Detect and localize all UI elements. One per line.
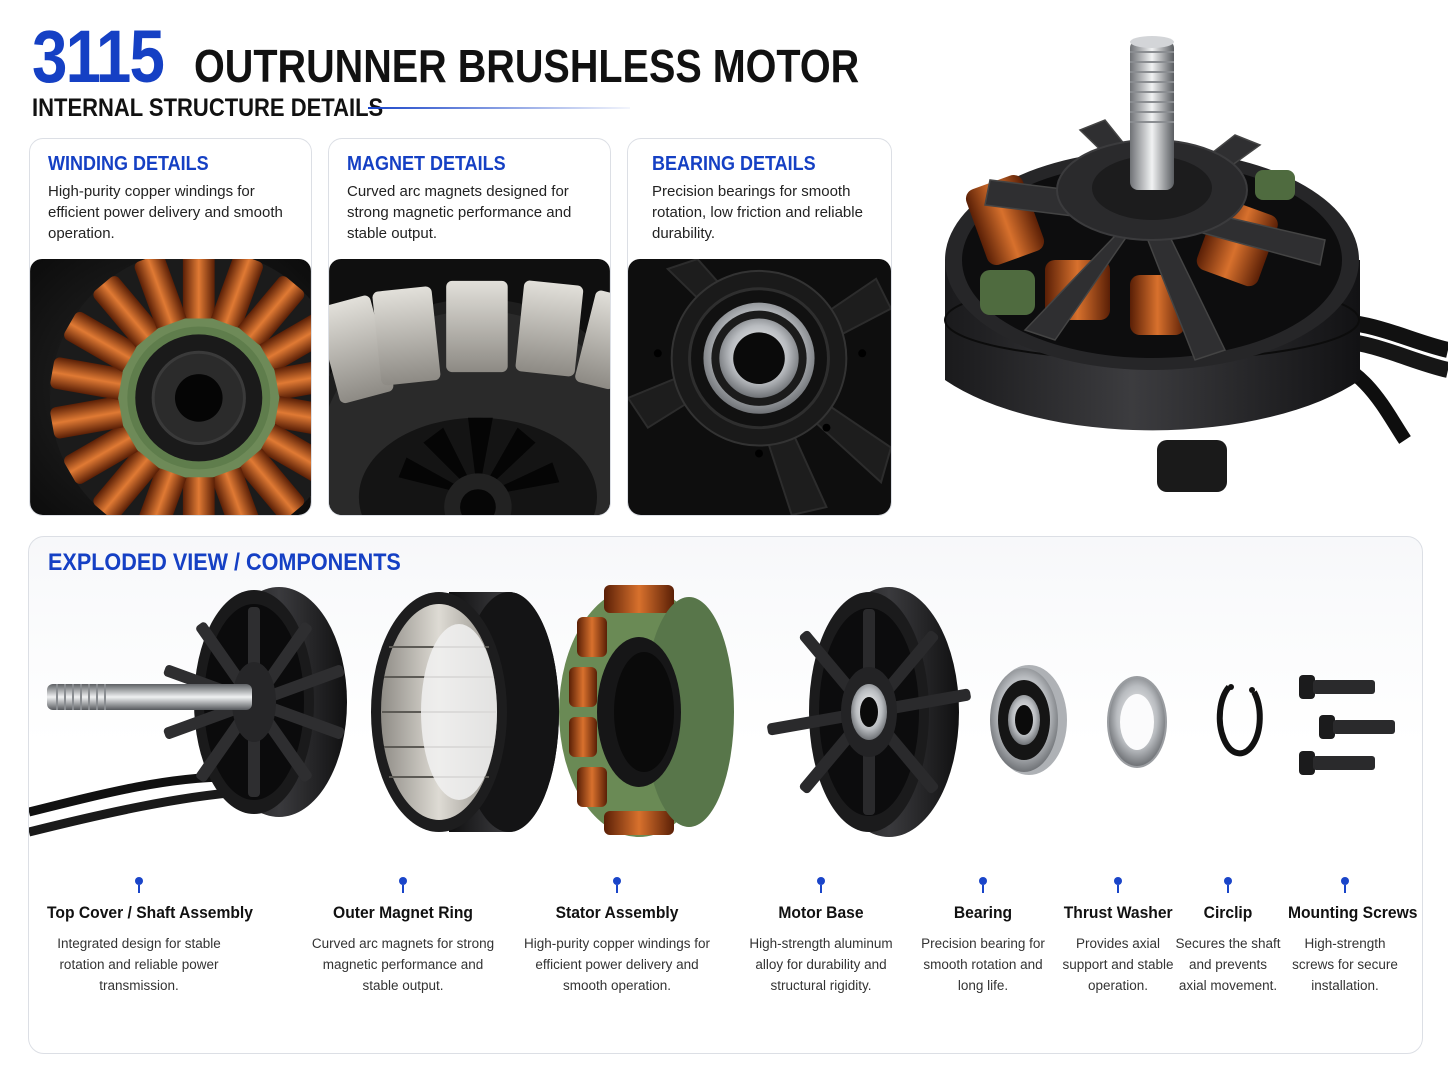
magnet-illustration xyxy=(329,259,610,515)
component-desc: Precision bearing for smooth rotation an… xyxy=(921,936,1045,993)
component-name: Outer Magnet Ring xyxy=(333,903,473,922)
exploded-view-illustration xyxy=(29,585,1395,837)
pointer-dot xyxy=(135,877,143,893)
page-title: 3115 OUTRUNNER BRUSHLESS MOTOR xyxy=(32,14,968,99)
component-mounting-screws: Mounting Screws High-strength screws for… xyxy=(1283,877,1418,996)
magnet-details-card: MAGNET DETAILS Curved arc magnets design… xyxy=(328,138,611,516)
component-motor-base: Motor Base High-strength aluminum alloy … xyxy=(741,877,901,996)
card-title: BEARING DETAILS xyxy=(652,153,816,175)
mounting-screws-graphic xyxy=(1299,675,1395,775)
assembled-motor-illustration xyxy=(944,36,1448,492)
component-desc: Secures the shaft and prevents axial mov… xyxy=(1175,936,1281,993)
component-thrust-washer: Thrust Washer Provides axial support and… xyxy=(1059,877,1177,996)
component-stator-assembly: Stator Assembly High-purity copper windi… xyxy=(519,877,715,996)
component-name: Mounting Screws xyxy=(1287,903,1418,922)
component-top-cover: Top Cover / Shaft Assembly Integrated de… xyxy=(39,877,253,996)
card-text: Curved arc magnets designed for strong m… xyxy=(347,183,572,242)
card-text: Precision bearings for smooth rotation, … xyxy=(652,183,863,242)
pointer-dot xyxy=(1341,877,1349,893)
assembled-motor-image xyxy=(905,20,1448,520)
pointer-dot xyxy=(1114,877,1122,893)
top-cover-shaft-graphic xyxy=(29,587,347,837)
pointer-dot xyxy=(1224,877,1232,893)
component-name: Motor Base xyxy=(778,903,864,922)
pointer-dot xyxy=(817,877,825,893)
component-desc: High-strength aluminum alloy for durabil… xyxy=(749,936,893,993)
subtitle-underline xyxy=(368,107,630,109)
circlip-graphic xyxy=(1216,684,1263,757)
thrust-washer-graphic xyxy=(1107,676,1167,768)
card-title: MAGNET DETAILS xyxy=(347,153,506,175)
magnet-image xyxy=(329,259,610,515)
winding-illustration xyxy=(30,259,311,515)
card-text: High-purity copper windings for efficien… xyxy=(48,183,283,242)
component-name: Bearing xyxy=(953,903,1013,922)
pointer-dot xyxy=(613,877,621,893)
model-number: 3115 xyxy=(32,15,165,98)
component-circlip: Circlip Secures the shaft and prevents a… xyxy=(1175,877,1281,996)
component-name: Thrust Washer xyxy=(1063,903,1173,922)
component-desc: Curved arc magnets for strong magnetic p… xyxy=(311,936,495,993)
bearing-illustration xyxy=(628,259,891,515)
outer-magnet-ring-graphic xyxy=(371,592,559,832)
component-outer-magnet-ring: Outer Magnet Ring Curved arc magnets for… xyxy=(303,877,503,996)
bearing-image xyxy=(628,259,891,515)
motor-base-graphic xyxy=(767,587,971,837)
component-desc: Provides axial support and stable operat… xyxy=(1062,936,1174,993)
section-subtitle: INTERNAL STRUCTURE DETAILS xyxy=(32,94,384,122)
component-name: Circlip xyxy=(1203,903,1253,922)
bearing-graphic xyxy=(990,665,1067,775)
pointer-dot xyxy=(399,877,407,893)
title-text: OUTRUNNER BRUSHLESS MOTOR xyxy=(194,40,860,92)
component-bearing: Bearing Precision bearing for smooth rot… xyxy=(917,877,1049,996)
winding-details-card: WINDING DETAILS High-purity copper windi… xyxy=(29,138,312,516)
winding-image xyxy=(30,259,311,515)
card-title: WINDING DETAILS xyxy=(48,153,209,175)
exploded-view-title: EXPLODED VIEW / COMPONENTS xyxy=(48,549,401,576)
bearing-details-card: BEARING DETAILS Precision bearings for s… xyxy=(627,138,892,516)
pointer-dot xyxy=(979,877,987,893)
stator-assembly-graphic xyxy=(559,585,734,837)
component-name: Top Cover / Shaft Assembly xyxy=(47,903,253,922)
exploded-view-panel: EXPLODED VIEW / COMPONENTS xyxy=(28,536,1423,1054)
component-desc: Integrated design for stable rotation an… xyxy=(57,936,221,993)
component-desc: High-strength screws for secure installa… xyxy=(1292,936,1398,993)
component-name: Stator Assembly xyxy=(555,903,679,922)
component-desc: High-purity copper windings for efficien… xyxy=(523,936,711,993)
